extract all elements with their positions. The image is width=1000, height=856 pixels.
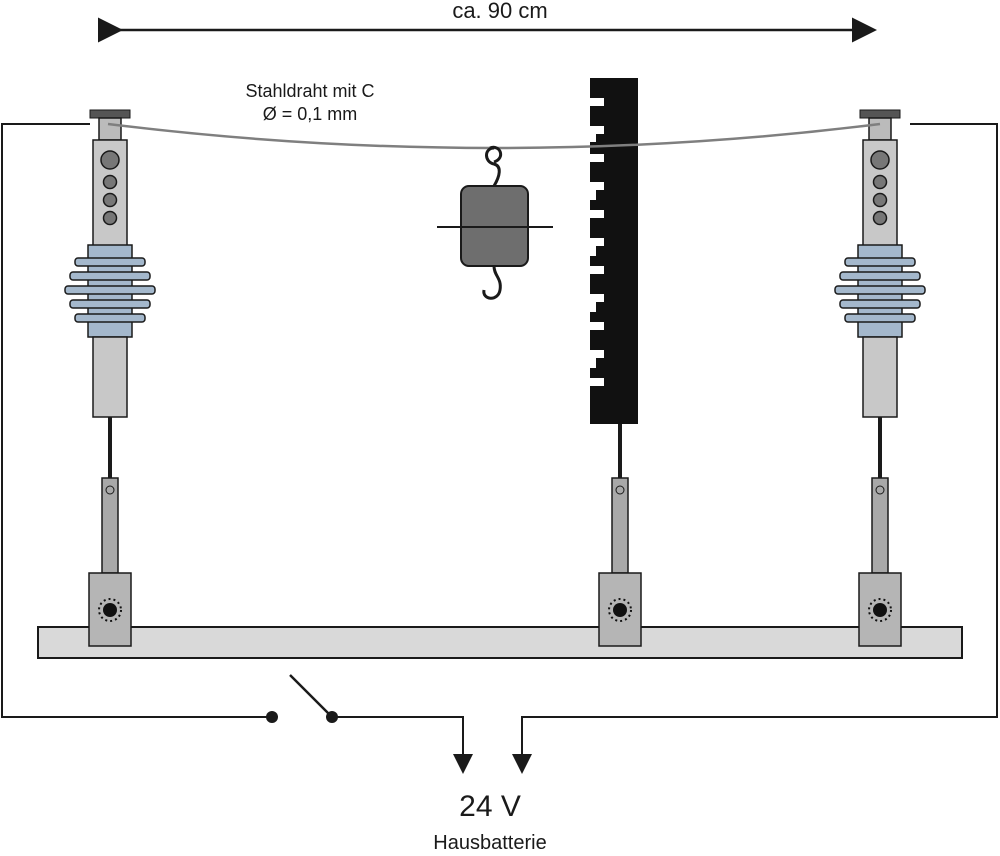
voltage-label: 24 V: [459, 790, 521, 823]
steel-wire: [107, 122, 881, 150]
left-support: [64, 109, 156, 647]
distance-label: ca. 90 cm: [452, 0, 548, 23]
hanging-weight: [437, 145, 553, 300]
switch: [266, 674, 338, 723]
wire-label: Stahldraht mit C Ø = 0,1 mm: [190, 80, 430, 126]
wire-label-line1: Stahldraht mit C: [245, 81, 375, 101]
circuit-wiring: [1, 123, 998, 774]
wire-label-line2: Ø = 0,1 mm: [262, 104, 358, 124]
measuring-scale: [590, 78, 642, 647]
base-rail: [37, 626, 963, 659]
right-support: [834, 109, 926, 647]
battery-label: Hausbatterie: [433, 832, 547, 854]
